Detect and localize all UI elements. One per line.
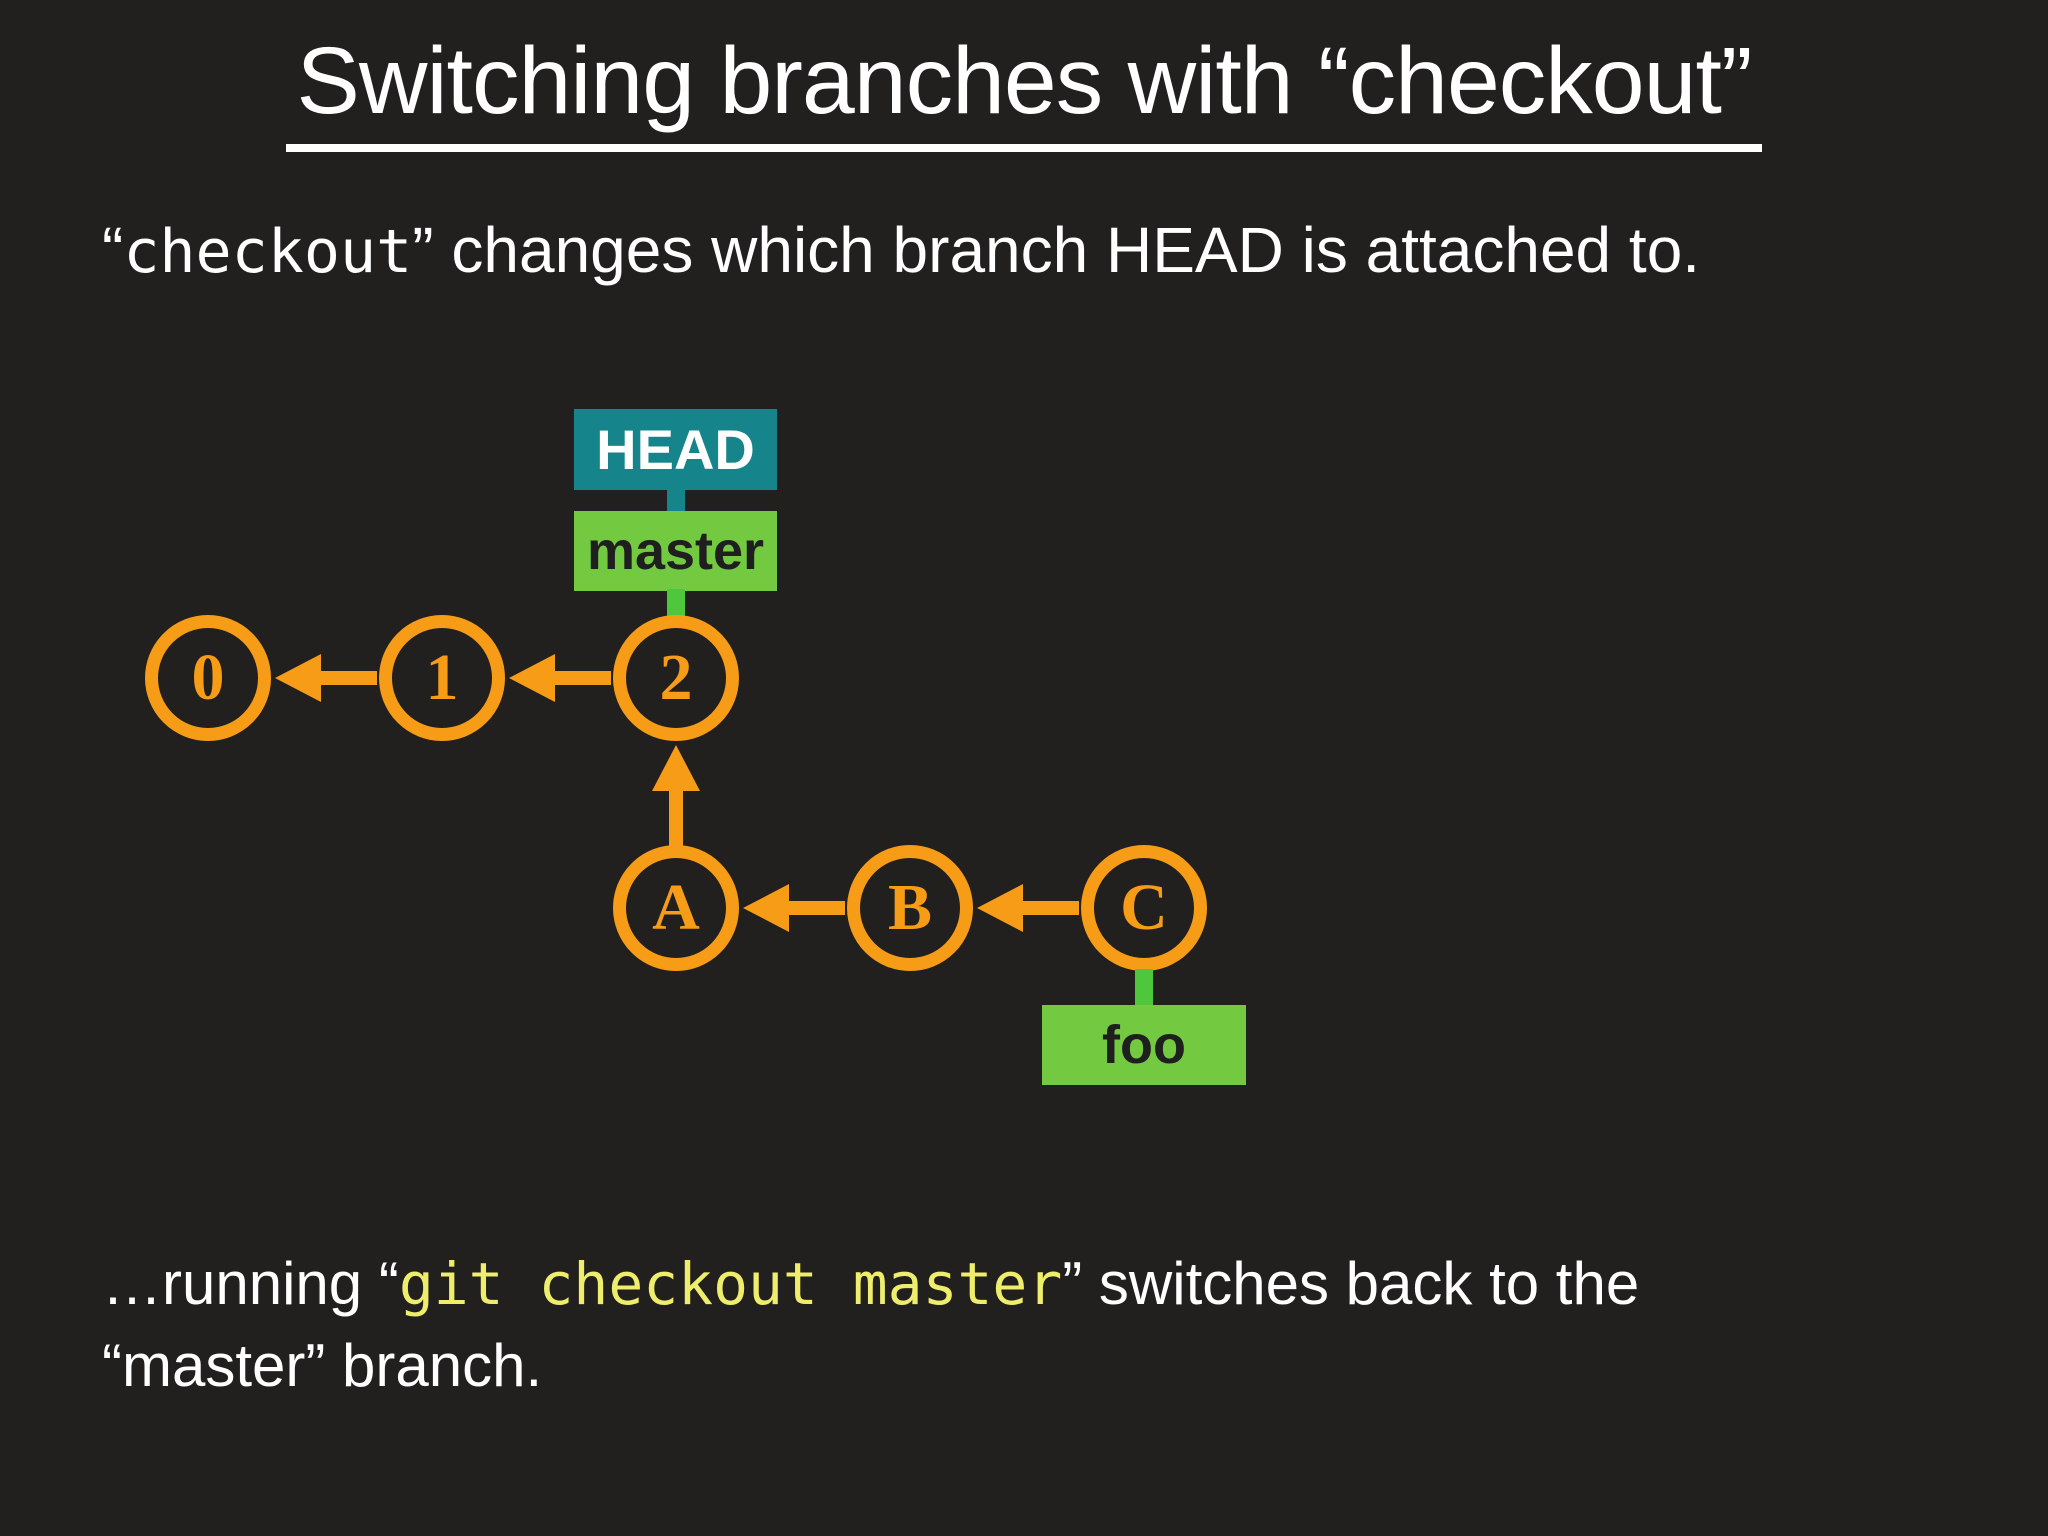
arrow-head-icon xyxy=(977,884,1023,932)
title-container: Switching branches with “checkout” xyxy=(0,26,2048,153)
intro-text-rest: ” changes which branch HEAD is attached … xyxy=(412,214,1701,286)
commit-node-C: C xyxy=(1081,845,1207,971)
commit-node-B: B xyxy=(847,845,973,971)
commit-node-A: A xyxy=(613,845,739,971)
footer-line-1: …running “git checkout master” switches … xyxy=(102,1243,1862,1325)
commit-node-1: 1 xyxy=(379,615,505,741)
arrow-shaft xyxy=(549,671,611,685)
arrow-head-icon xyxy=(743,884,789,932)
footer-code-git-checkout-master: git checkout master xyxy=(398,1250,1063,1318)
arrow-commitB-to-commitA xyxy=(743,884,845,932)
commit-node-0: 0 xyxy=(145,615,271,741)
arrow-commit1-to-commit0 xyxy=(275,654,377,702)
head-label: HEAD xyxy=(574,409,777,490)
arrow-shaft xyxy=(1017,901,1079,915)
arrow-commitC-to-commitB xyxy=(977,884,1079,932)
arrow-shaft xyxy=(315,671,377,685)
intro-text: “checkout” changes which branch HEAD is … xyxy=(102,210,1982,290)
connector-master-to-commit2 xyxy=(667,589,685,617)
intro-quote-open: “ xyxy=(102,214,124,286)
arrow-shaft xyxy=(783,901,845,915)
intro-code-checkout: checkout xyxy=(123,217,413,287)
arrow-shaft xyxy=(669,785,683,855)
page-title: Switching branches with “checkout” xyxy=(286,26,1762,153)
arrow-commitA-to-commit2 xyxy=(652,745,700,855)
arrow-head-icon xyxy=(275,654,321,702)
arrow-head-icon xyxy=(652,745,700,791)
arrow-head-icon xyxy=(509,654,555,702)
connector-commitC-to-foo xyxy=(1135,969,1153,1007)
footer-text: …running “git checkout master” switches … xyxy=(102,1243,1862,1407)
connector-head-to-master xyxy=(667,488,685,513)
branch-label-foo: foo xyxy=(1042,1005,1246,1085)
arrow-commit2-to-commit1 xyxy=(509,654,611,702)
footer-line1-rest: ” switches back to the xyxy=(1062,1250,1640,1317)
branch-label-master: master xyxy=(574,511,777,591)
commit-node-2: 2 xyxy=(613,615,739,741)
footer-line-2: “master” branch. xyxy=(102,1332,543,1399)
footer-line1-lead: …running “ xyxy=(102,1250,399,1317)
